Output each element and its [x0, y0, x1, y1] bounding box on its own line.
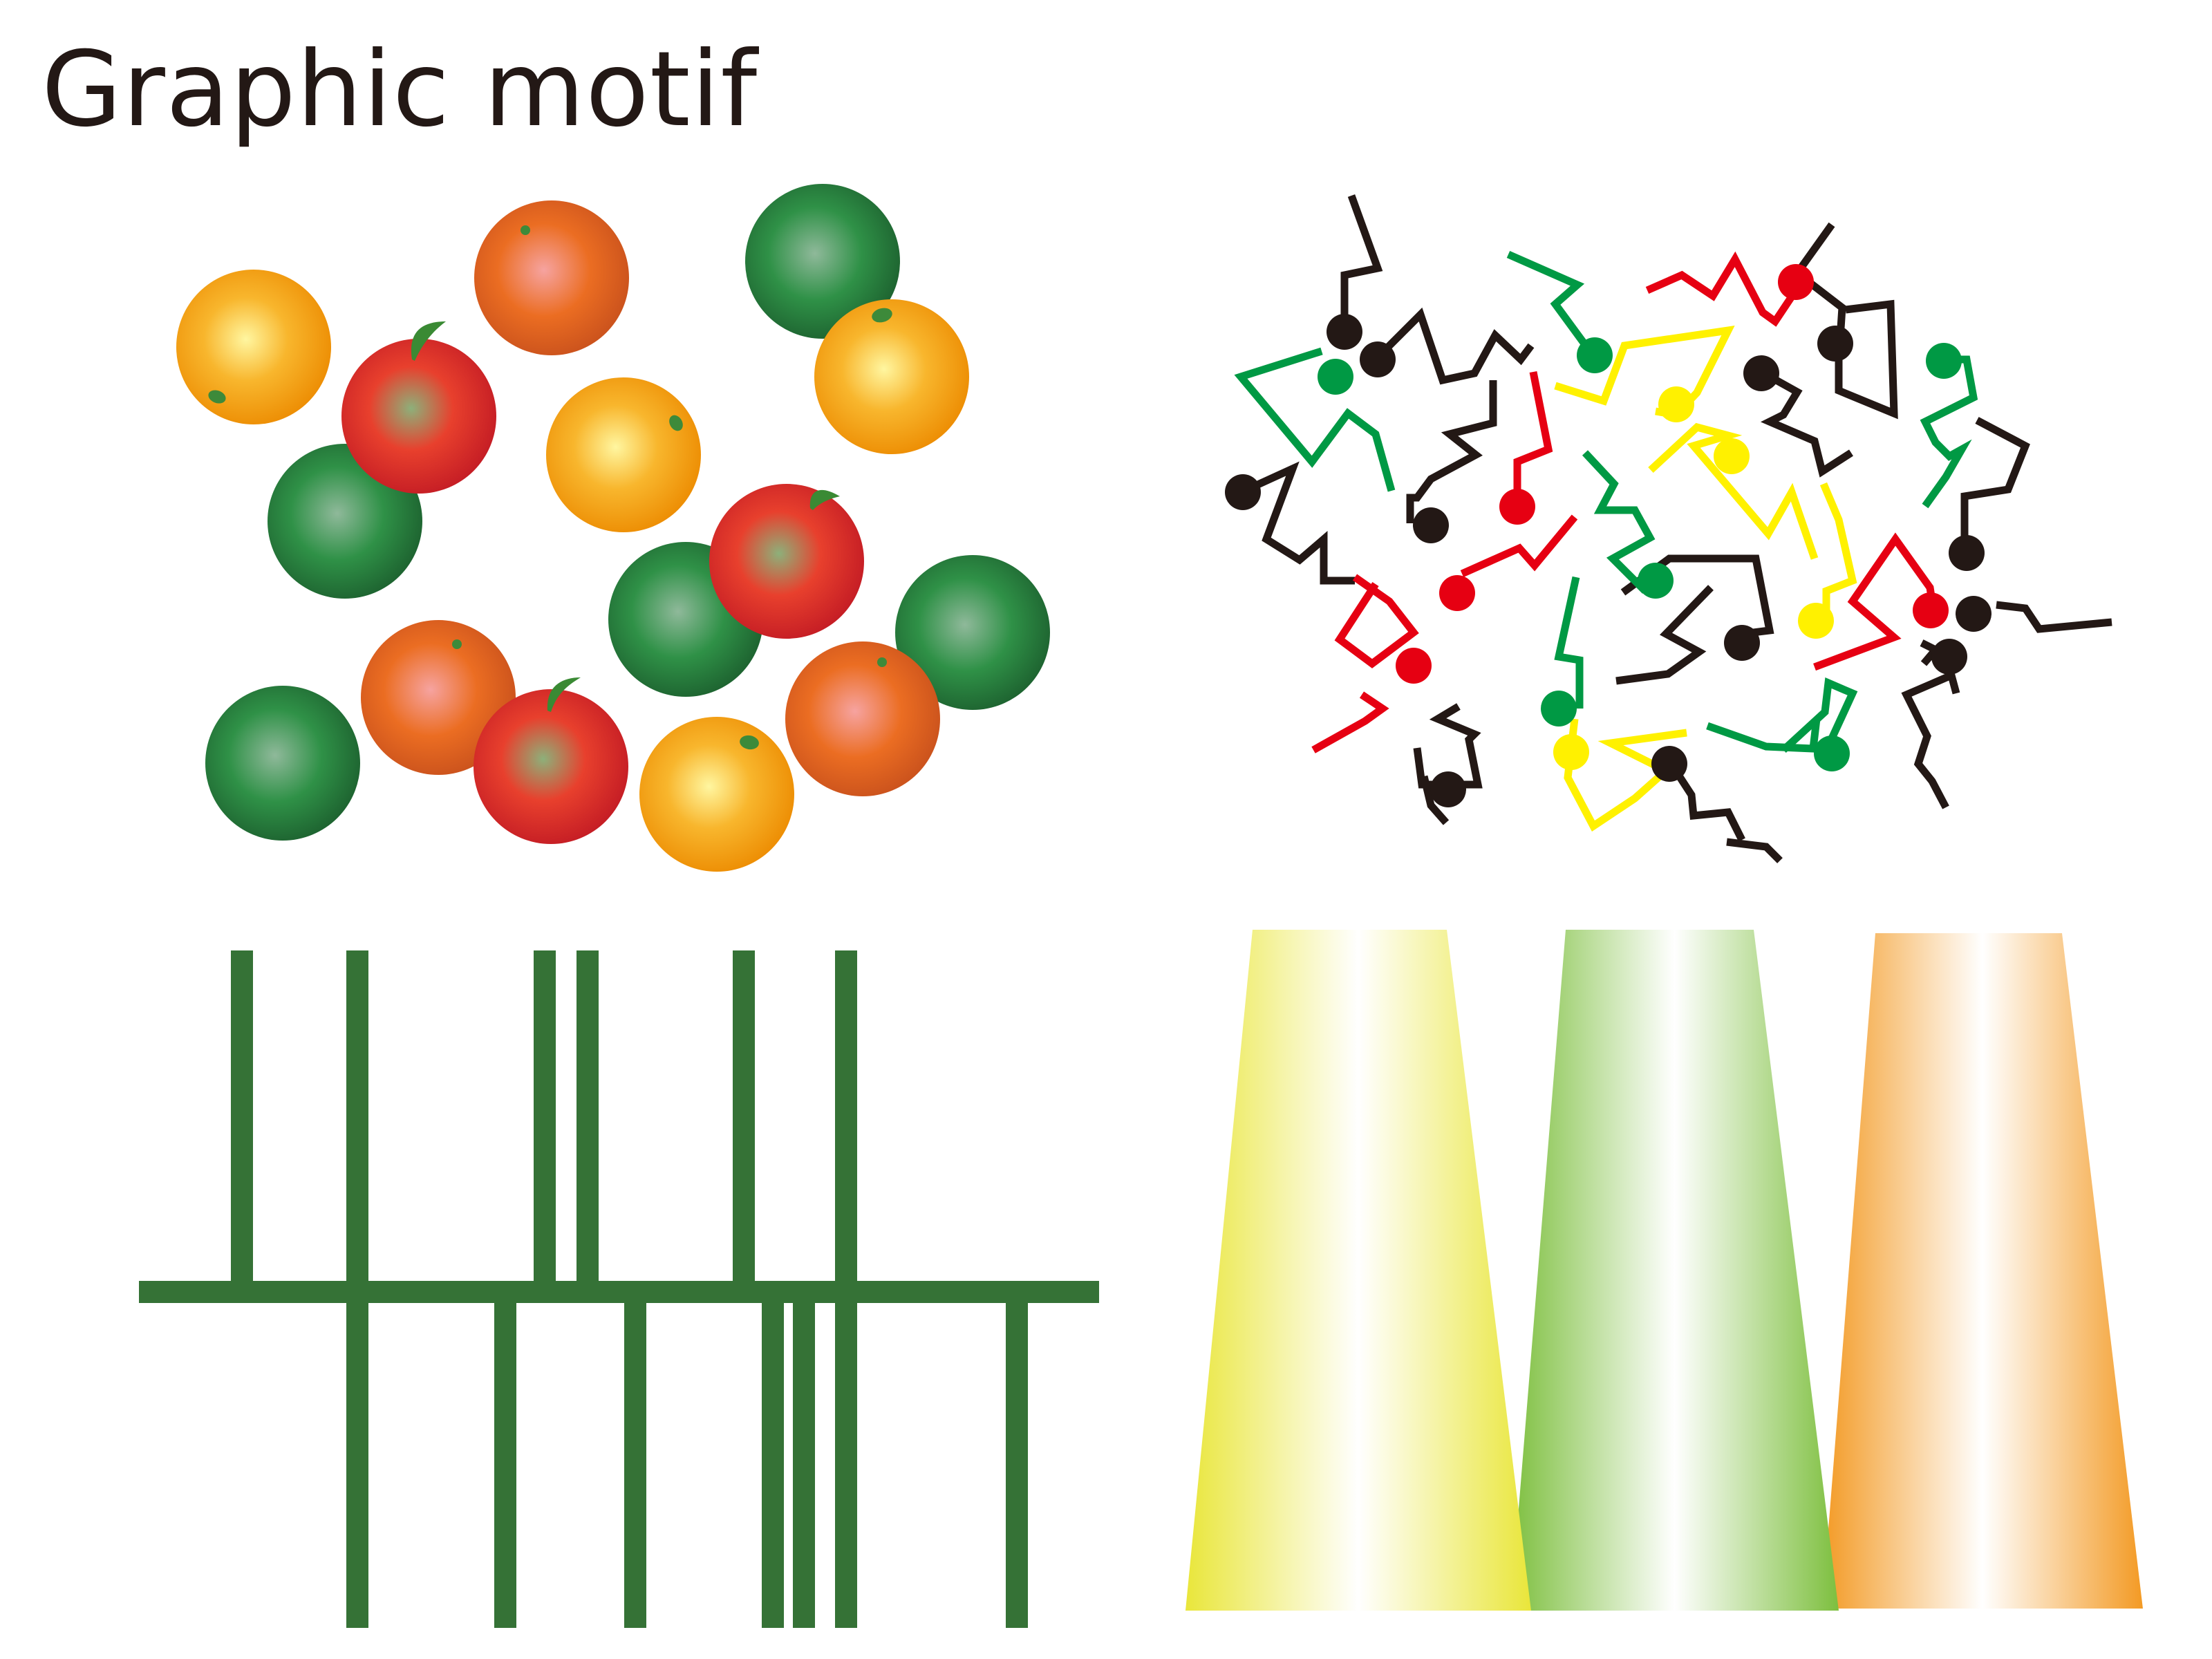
horizontal-bar — [139, 1281, 1099, 1303]
lower-bar — [346, 1293, 368, 1628]
apple-fruit — [709, 484, 864, 639]
upper-bar — [733, 950, 755, 1289]
green-column — [1510, 930, 1839, 1611]
tangerine-fruit — [361, 620, 516, 775]
lower-bar — [835, 1293, 857, 1628]
lower-bar — [762, 1293, 784, 1628]
orange-fruit — [639, 717, 794, 872]
lower-bar — [1006, 1293, 1028, 1628]
upper-bar — [534, 950, 556, 1289]
orange-column — [1822, 933, 2143, 1609]
upper-bar — [577, 950, 599, 1289]
upper-bar — [231, 950, 253, 1289]
tangerine-fruit — [785, 641, 940, 796]
lower-bar — [793, 1293, 815, 1628]
page-title: Graphic motif — [41, 30, 758, 150]
lower-bar — [494, 1293, 516, 1628]
upper-bar — [835, 950, 857, 1289]
lime-fruit — [205, 686, 360, 841]
squiggle-pattern — [1225, 194, 2112, 863]
lower-bar — [624, 1293, 646, 1628]
black-squiggles — [1242, 194, 2112, 863]
red-squiggles — [1311, 251, 1936, 753]
orange-fruit — [546, 377, 701, 532]
bar-pattern — [139, 950, 1099, 1628]
fruit-pattern — [176, 184, 1050, 872]
apple-fruit — [474, 677, 628, 844]
apple-fruit — [341, 321, 496, 494]
lime-fruit — [895, 555, 1050, 710]
tangerine-fruit — [474, 200, 629, 355]
orange-fruit — [814, 299, 969, 454]
squiggle-beads — [1225, 264, 1991, 807]
orange-fruit — [176, 270, 331, 424]
yellow-column — [1185, 930, 1531, 1611]
upper-bar — [346, 950, 368, 1289]
tapered-column-pattern — [1185, 930, 2143, 1611]
lime-fruit — [745, 184, 900, 339]
